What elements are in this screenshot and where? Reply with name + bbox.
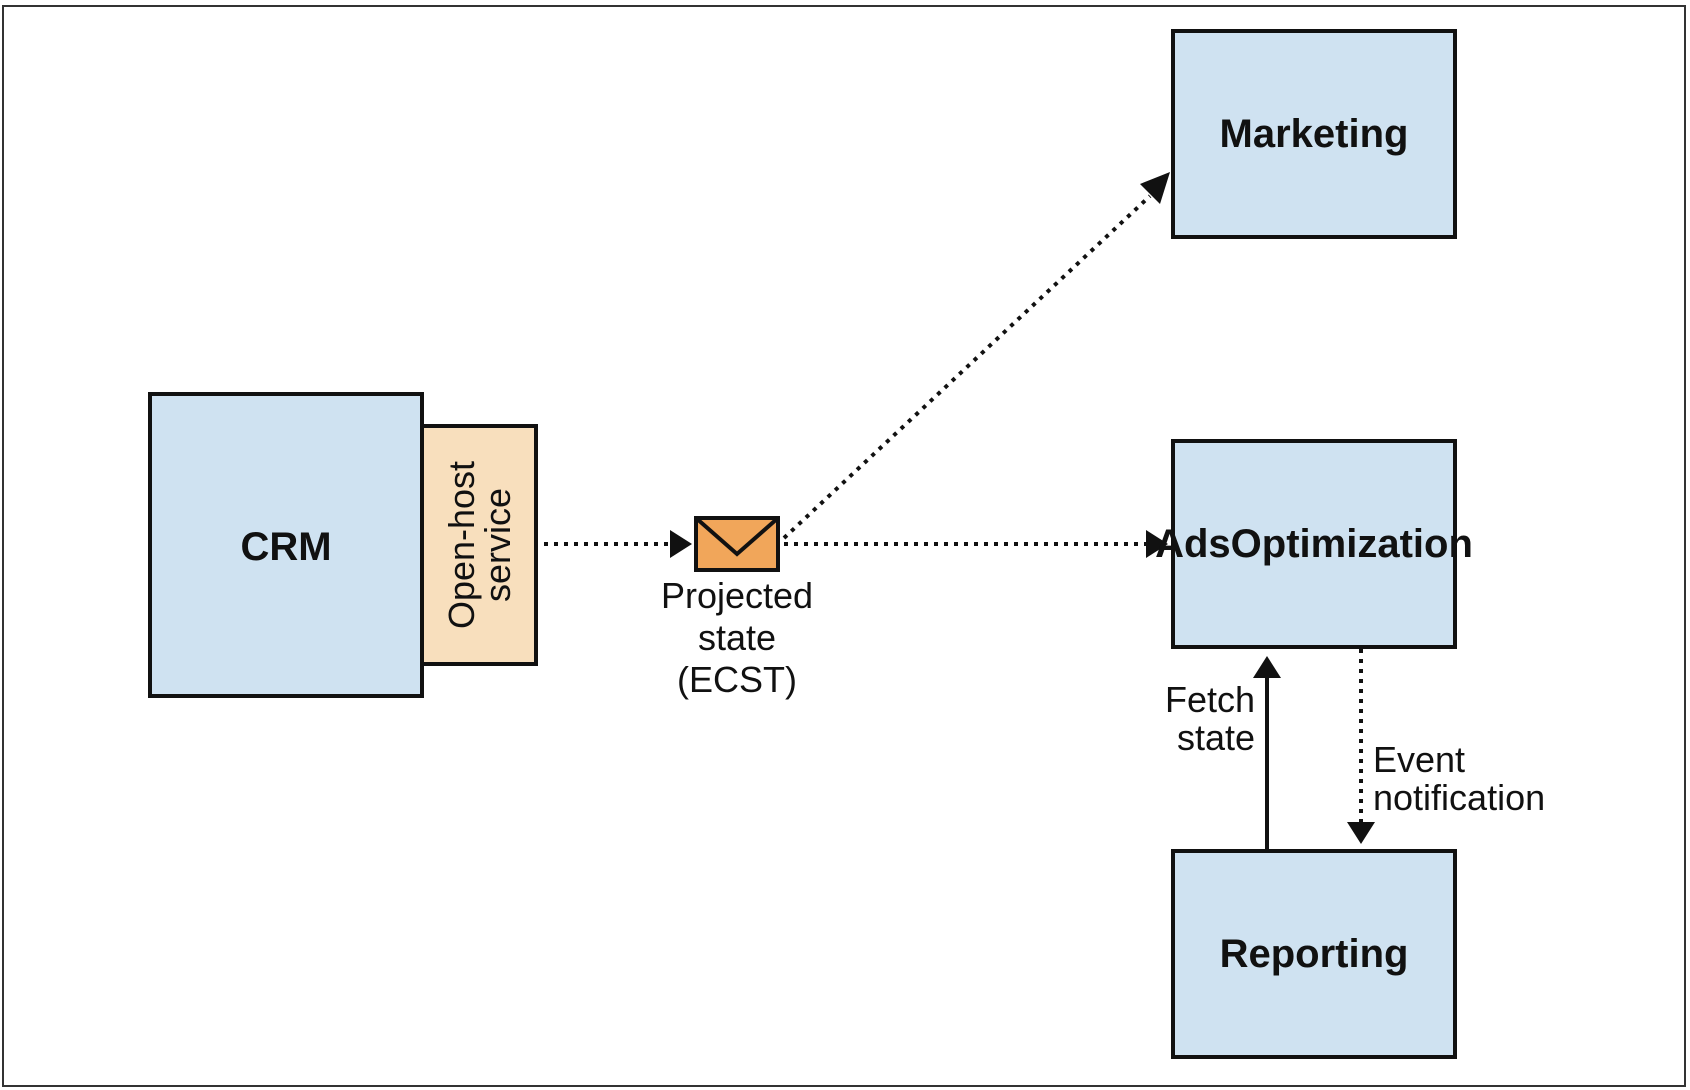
crm-node: CRM xyxy=(148,392,424,698)
crm-label: CRM xyxy=(240,525,331,569)
marketing-box xyxy=(1171,29,1457,239)
event-notification-label-line2: notification xyxy=(1373,777,1545,818)
edge-message-to-marketing-arrowhead xyxy=(1140,172,1170,204)
marketing-node: Marketing xyxy=(1171,29,1457,239)
fetch-state-label-line2: state xyxy=(1177,717,1255,758)
edge-open-host-to-message-arrowhead xyxy=(670,530,692,558)
ads-optimization-label: AdsOptimization xyxy=(1155,522,1473,566)
envelope-flap xyxy=(694,516,780,557)
edge-event-notification-arrowhead xyxy=(1347,822,1375,844)
open-host-label-line2: service xyxy=(477,488,518,602)
reporting-node: Reporting xyxy=(1171,849,1457,1059)
open-host-service-node: Open-host service xyxy=(420,424,538,666)
envelope-body xyxy=(694,516,780,572)
reporting-label: Reporting xyxy=(1220,932,1409,976)
message-label-line3: (ECST) xyxy=(677,659,797,700)
crm-box xyxy=(148,392,424,698)
message-label-line1: Projected xyxy=(661,575,813,616)
open-host-label-line1: Open-host xyxy=(441,461,482,629)
open-host-service-box xyxy=(420,424,538,666)
ads-optimization-box xyxy=(1171,439,1457,649)
edge-message-to-ads-arrowhead xyxy=(1146,530,1168,558)
envelope-icon xyxy=(694,516,780,572)
message-label-line2: state xyxy=(698,617,776,658)
edge-message-to-marketing xyxy=(782,194,1152,540)
ads-optimization-node: AdsOptimization xyxy=(1155,439,1473,649)
diagram-frame xyxy=(2,5,1686,1087)
reporting-box xyxy=(1171,849,1457,1059)
edge-fetch-state-arrowhead xyxy=(1253,656,1281,678)
marketing-label: Marketing xyxy=(1220,112,1409,156)
event-notification-label-line1: Event xyxy=(1373,739,1465,780)
fetch-state-label-line1: Fetch xyxy=(1165,679,1255,720)
